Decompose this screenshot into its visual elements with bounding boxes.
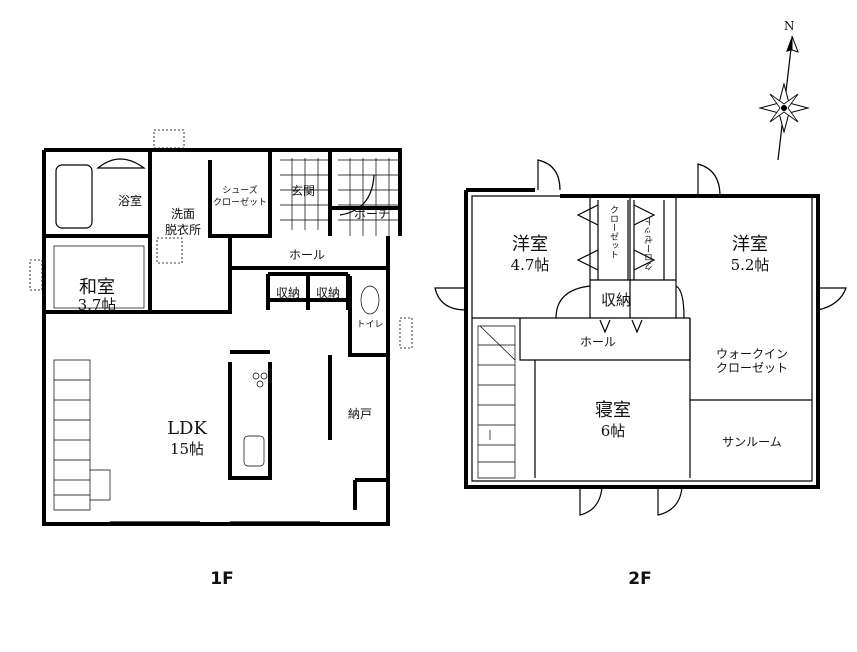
floor1-plan (29, 129, 413, 526)
room-western-left-size: 4.7帖 (511, 256, 550, 274)
room-storage-2: 収納 (316, 286, 340, 300)
room-shoe-closet-line1: シューズ (222, 184, 258, 196)
room-shoe-closet-line2: クローゼット (213, 196, 267, 208)
room-sunroom: サンルーム (722, 435, 782, 449)
room-ldk-size: 15帖 (170, 440, 204, 458)
room-entrance: 玄関 (291, 183, 315, 198)
room-porch: ポーチ (354, 207, 390, 221)
room-closet-left: クローゼット (608, 205, 619, 259)
room-walk-in-line1: ウォークイン (716, 347, 788, 361)
room-closet: 納戸 (348, 407, 372, 421)
north-label: N (784, 19, 795, 33)
room-japanese: 和室 (79, 277, 115, 298)
room-storage-1: 収納 (276, 286, 300, 300)
room-walk-in-line2: クローゼット (716, 361, 788, 375)
room-ldk: LDK (167, 418, 207, 439)
room-bedroom: 寝室 (595, 400, 631, 421)
floor2-label: 2F (628, 569, 651, 589)
room-japanese-size: 3.7帖 (78, 296, 117, 314)
room-washroom-line1: 洗面 (171, 207, 195, 221)
compass-rose-icon (758, 35, 810, 161)
floor2-plan (434, 159, 847, 516)
room-bedroom-size: 6帖 (601, 422, 626, 440)
room-bath: 浴室 (118, 193, 142, 208)
room-western-right: 洋室 (732, 234, 768, 255)
room-washroom-line2: 脱衣所 (165, 222, 201, 237)
room-hall-2f: ホール (580, 335, 616, 349)
room-hall: ホール (289, 248, 325, 262)
floor1-label: 1F (210, 569, 233, 589)
room-storage: 収納 (601, 291, 631, 309)
room-toilet: トイレ (356, 320, 383, 330)
room-western-right-size: 5.2帖 (731, 256, 770, 274)
room-closet-right: クローゼット (645, 217, 656, 271)
room-western-left: 洋室 (512, 234, 548, 255)
